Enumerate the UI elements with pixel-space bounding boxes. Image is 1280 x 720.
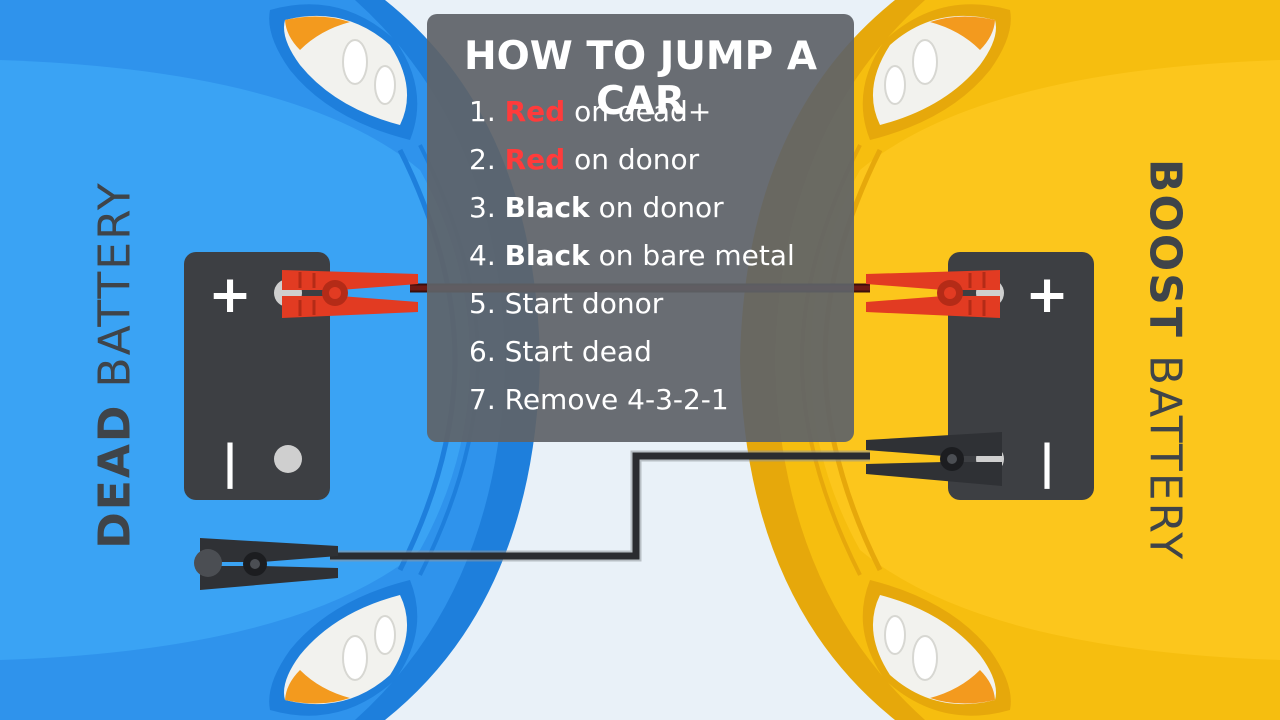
boost-label-light: BATTERY [1139,354,1191,562]
step-keyword: Black [504,239,590,272]
step-text: Remove 4-3-2-1 [504,383,729,416]
dead-car-headlight-top [269,4,418,140]
step-number: 5. [469,287,496,320]
step-item: 4. Black on bare metal [469,232,795,280]
step-item: 7. Remove 4-3-2-1 [469,376,795,424]
boost-battery-label: BOOST BATTERY [1140,159,1191,561]
steps-list: 1. Red on dead+ 2. Red on donor 3. Black… [469,88,795,424]
step-number: 7. [469,383,496,416]
boost-battery-minus-sign: | [1039,435,1056,490]
step-keyword: Red [504,95,566,128]
dead-battery-plus-sign: + [208,265,252,325]
dead-battery-minus-sign: | [222,435,239,490]
black-clamp-ground [194,538,338,590]
step-text: on donor [598,191,724,224]
dead-label-light: BATTERY [89,181,141,388]
step-text: on bare metal [598,239,795,272]
step-item: 5. Start donor [469,280,795,328]
boost-car-headlight-bottom [862,580,1011,716]
boost-label-strong: BOOST [1139,158,1191,339]
dead-car-headlight-bottom [269,580,418,716]
step-item: 3. Black on donor [469,184,795,232]
step-number: 4. [469,239,496,272]
step-text: Start donor [504,287,664,320]
step-number: 3. [469,191,496,224]
boost-battery-plus-sign: + [1025,265,1069,325]
instructions-panel: HOW TO JUMP A CAR 1. Red on dead+ 2. Red… [427,14,854,442]
black-jumper-cable [194,432,1002,590]
panel-title: HOW TO JUMP A CAR [463,34,818,124]
black-clamp-boost [866,432,1002,486]
step-text: Start dead [504,335,652,368]
step-item: 6. Start dead [469,328,795,376]
step-text: on donor [574,143,700,176]
boost-car-headlight-top [862,4,1011,140]
dead-battery-negative-terminal [274,445,302,473]
red-clamp-boost [866,270,1000,318]
step-number: 2. [469,143,496,176]
step-keyword: Red [504,143,566,176]
dead-battery-label: DEAD BATTERY [90,181,141,548]
dead-label-strong: DEAD [89,403,141,549]
step-item: 2. Red on donor [469,136,795,184]
step-number: 1. [469,95,496,128]
step-keyword: Black [504,191,590,224]
step-item: 1. Red on dead+ [469,88,795,136]
step-number: 6. [469,335,496,368]
red-clamp-dead [282,270,418,318]
step-text: on dead+ [574,95,712,128]
